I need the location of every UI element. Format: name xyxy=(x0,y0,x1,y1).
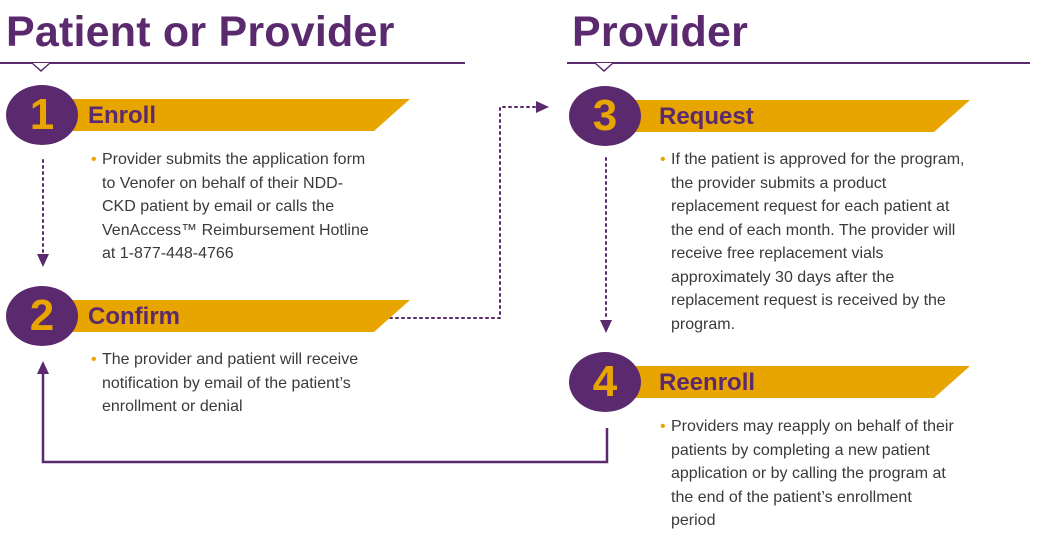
step-3-description: • If the patient is approved for the prog… xyxy=(660,148,971,336)
step-number: 3 xyxy=(592,91,618,140)
step-2-text: The provider and patient will receive no… xyxy=(102,351,359,415)
step-number: 2 xyxy=(29,291,55,340)
step-banner xyxy=(603,366,970,398)
step-banner xyxy=(40,99,410,131)
step-number: 1 xyxy=(29,90,55,139)
heading-patient-or-provider: Patient or Provider xyxy=(6,8,395,56)
step-banner xyxy=(40,300,410,332)
step-3-request: Request 3 xyxy=(569,86,974,146)
arrowhead-down-4 xyxy=(600,320,612,333)
connector-2-to-3 xyxy=(215,106,537,319)
step-number-badge: 1 xyxy=(6,85,78,145)
step-label: Enroll xyxy=(88,102,157,129)
connector-4-to-2 xyxy=(41,372,609,464)
heading-notch-left-inner xyxy=(33,63,49,70)
heading-notch-right-inner xyxy=(596,63,612,70)
step-4-text: Providers may reapply on behalf of their… xyxy=(671,418,954,529)
heading-underline-right xyxy=(567,62,1030,64)
step-number-badge: 4 xyxy=(569,352,641,412)
step-label: Confirm xyxy=(88,303,180,330)
bullet-dot: • xyxy=(660,151,666,168)
step-4-reenroll: Reenroll 4 xyxy=(569,352,974,412)
step-banner xyxy=(603,100,970,132)
heading-provider: Provider xyxy=(572,8,749,56)
arrowhead-down-1 xyxy=(37,254,49,267)
step-3-text: If the patient is approved for the progr… xyxy=(671,151,965,333)
bullet-dot: • xyxy=(91,351,97,368)
step-2-confirm: Confirm 2 xyxy=(6,286,416,346)
bullet-dot: • xyxy=(660,418,666,435)
step-label: Request xyxy=(659,103,754,130)
step-1-enroll: Enroll 1 xyxy=(6,85,416,145)
step-4-description: • Providers may reapply on behalf of thei… xyxy=(660,415,956,533)
arrowhead-right-3 xyxy=(536,101,549,113)
step-number-badge: 2 xyxy=(6,286,78,346)
step-2-description: • The provider and patient will receive n… xyxy=(91,348,392,419)
step-1-description: • Provider submits the application form t… xyxy=(91,148,372,266)
step-number: 4 xyxy=(592,357,618,406)
arrowhead-up-2 xyxy=(37,361,49,374)
bullet-dot: • xyxy=(91,151,97,168)
heading-underline-left xyxy=(0,62,465,64)
step-label: Reenroll xyxy=(659,369,756,396)
step-1-text: Provider submits the application form to… xyxy=(102,151,369,262)
step-number-badge: 3 xyxy=(569,86,641,146)
